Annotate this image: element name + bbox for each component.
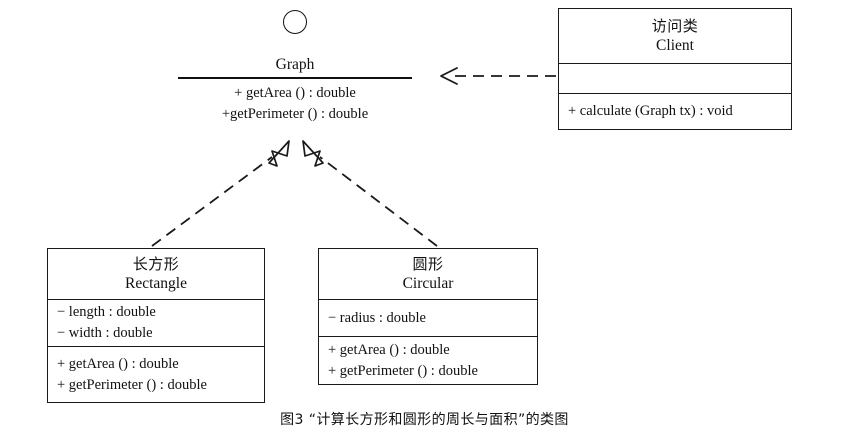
- operation-item: + getArea () : double: [234, 85, 356, 101]
- interface-graph[interactable]: Graph + getArea () : double +getPerimete…: [170, 4, 420, 129]
- class-attributes-compartment: − radius : double: [319, 299, 537, 336]
- class-operations-compartment: + getArea () : double + getPerimeter () …: [319, 336, 537, 384]
- operation-item: + calculate (Graph tx) : void: [568, 103, 733, 119]
- class-attributes-compartment: − length : double − width : double: [48, 299, 264, 346]
- operation-item: + getArea () : double: [328, 341, 450, 358]
- operation-item: + getArea () : double: [57, 355, 179, 372]
- class-title-compartment: 长方形 Rectangle: [48, 249, 264, 299]
- realization-circular-to-graph: [302, 140, 438, 247]
- attribute-item: − radius : double: [328, 309, 426, 326]
- interface-operations: + getArea () : double +getPerimeter () :…: [170, 83, 420, 125]
- divider: [178, 77, 412, 79]
- class-attributes-compartment: [559, 63, 791, 93]
- class-name-cn: 访问类: [651, 17, 699, 35]
- class-name-en: Rectangle: [125, 275, 187, 292]
- realization-rectangle-to-graph: [151, 140, 290, 247]
- class-box-client[interactable]: 访问类 Client + calculate (Graph tx) : void: [558, 8, 792, 130]
- operation-item: + getPerimeter () : double: [57, 376, 207, 393]
- attribute-item: − width : double: [57, 325, 153, 341]
- class-name-en: Circular: [402, 275, 454, 292]
- operation-item: +getPerimeter () : double: [221, 106, 369, 122]
- attribute-item: − length : double: [57, 304, 156, 320]
- class-title-compartment: 圆形 Circular: [319, 249, 537, 299]
- class-name-cn: 长方形: [132, 255, 180, 273]
- class-operations-compartment: + calculate (Graph tx) : void: [559, 93, 791, 129]
- interface-name: Graph: [275, 56, 315, 73]
- figure-caption: 图3 “计算长方形和圆形的周长与面积”的类图: [280, 412, 569, 428]
- class-title-compartment: 访问类 Client: [559, 9, 791, 63]
- class-box-circular[interactable]: 圆形 Circular − radius : double + getArea …: [318, 248, 538, 385]
- class-operations-compartment: + getArea () : double + getPerimeter () …: [48, 346, 264, 402]
- class-box-rectangle[interactable]: 长方形 Rectangle − length : double − width …: [47, 248, 265, 403]
- class-name-en: Client: [656, 37, 694, 54]
- operation-item: + getPerimeter () : double: [328, 362, 478, 379]
- class-name-cn: 圆形: [412, 255, 444, 273]
- dependency-client-to-graph: [440, 67, 556, 85]
- circle-icon: [283, 10, 307, 34]
